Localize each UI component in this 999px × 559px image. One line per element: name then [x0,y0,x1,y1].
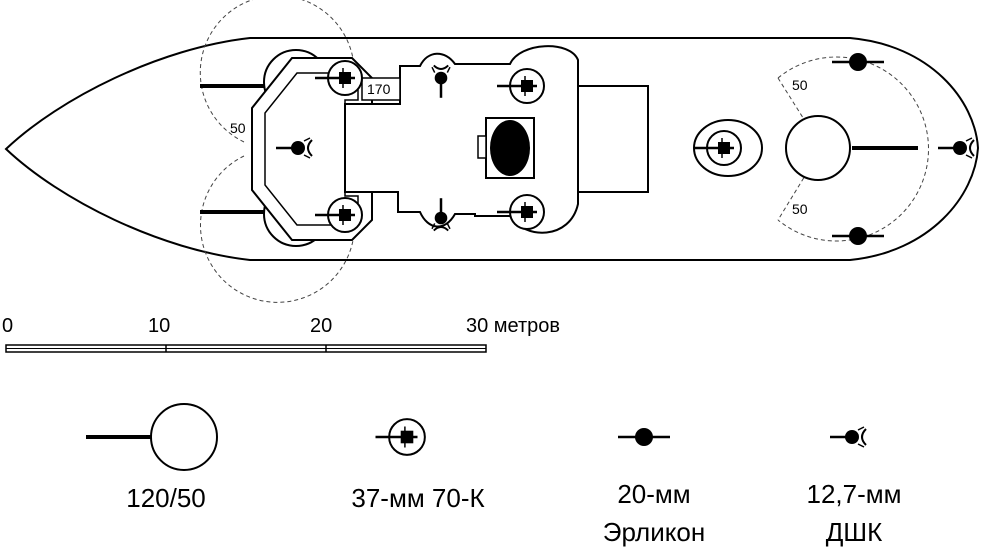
aa-mount-mid-bottom [497,194,545,230]
main-gun-icon [150,403,218,471]
scale-tick-20: 20 [310,315,332,337]
oerlikon-stern-top [832,53,884,71]
oerlikon-icon [618,428,670,446]
scale-tick-30: 30 метров [466,315,560,337]
aa-mount-bow-top [315,60,363,96]
legend-aa-symbol [375,418,426,456]
dshk-mid-top [431,64,451,98]
dshk-stern [938,137,975,159]
arc-label-box [361,77,401,101]
arc-label-bow-right: 170 [367,81,391,97]
legend-label-dshk-2: ДШК [826,517,883,547]
aa-mount-stern [694,130,742,166]
stern-main-gun [785,115,918,181]
weapon-symbols [276,53,975,245]
oerlikon-stern-bottom [832,227,884,245]
arc-label-bow-left: 50 [230,120,246,136]
arc-label-stern-top: 50 [792,77,808,93]
legend: 120/50 37-мм 70-К 20-мм Эрликон 12,7-мм … [86,403,902,547]
legend-dshk-symbol [830,426,867,448]
arc-label-stern-bottom: 50 [792,201,808,217]
dshk-bow [276,137,313,159]
legend-label-oerlikon-1: 20-мм [617,479,690,509]
bridge-step [477,135,487,159]
aa-37mm-icon [375,418,426,456]
scale-bar: 0 10 20 30 метров [2,315,560,353]
dshk-icon [830,426,867,448]
funnel [490,120,530,176]
legend-oerlikon-symbol [618,428,670,446]
aa-mount-mid-top [497,68,545,104]
scale-tick-10: 10 [148,315,170,337]
dshk-mid-bottom [431,198,451,232]
legend-label-main-gun: 120/50 [126,483,206,513]
aa-mount-bow-bottom [315,197,363,233]
legend-label-aa-37mm: 37-мм 70-К [351,483,484,513]
legend-label-dshk-1: 12,7-мм [806,479,901,509]
legend-label-oerlikon-2: Эрликон [603,517,705,547]
scale-tick-0: 0 [2,315,13,337]
